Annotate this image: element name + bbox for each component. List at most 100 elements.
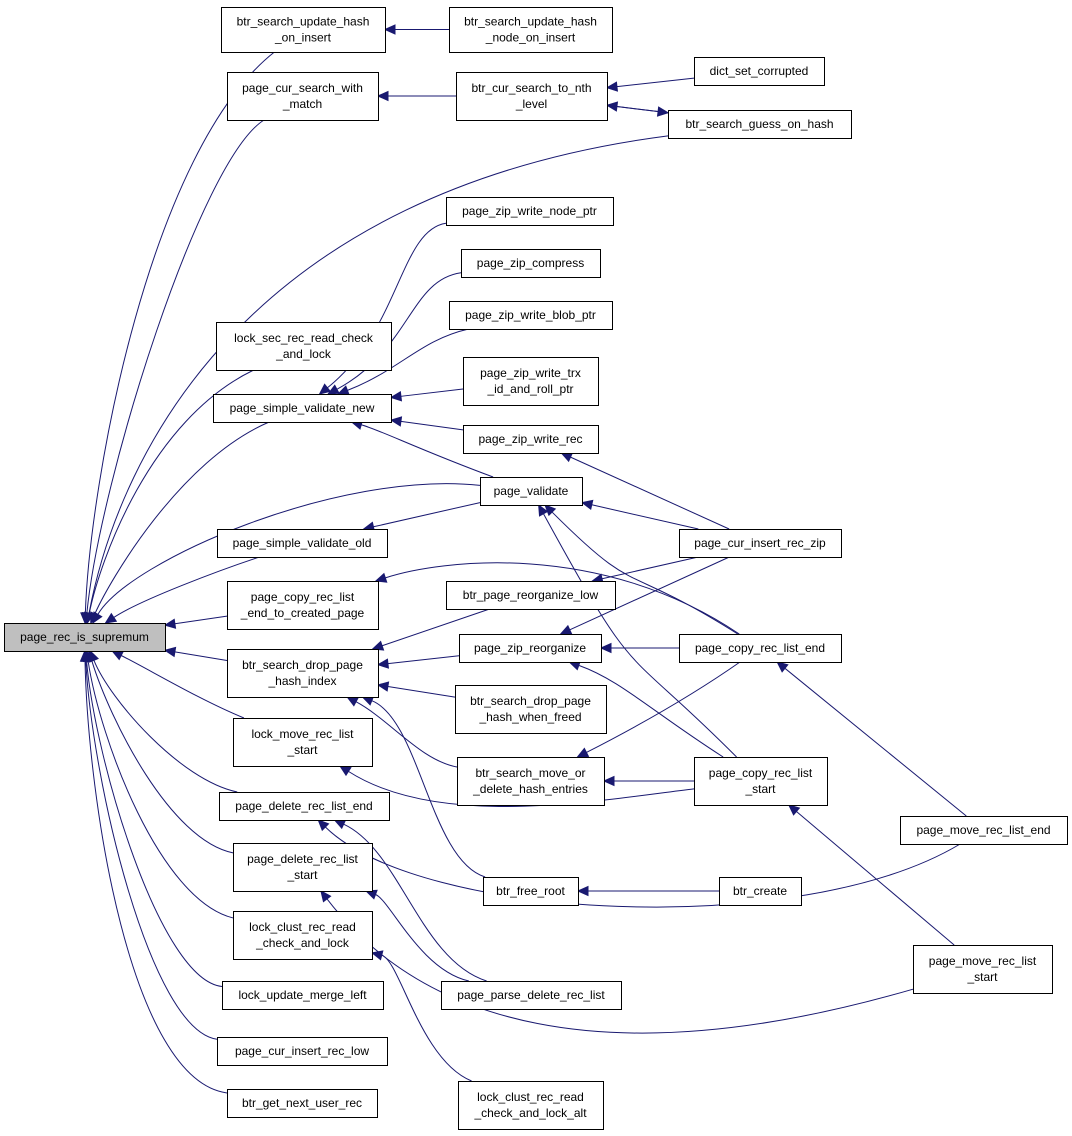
- arrowhead-icon: [338, 765, 352, 777]
- call-edge-pmrle-to-pdrle: [317, 819, 961, 908]
- node-lmrls[interactable]: lock_move_rec_list_start: [233, 718, 373, 767]
- edge-line: [86, 660, 223, 988]
- node-box: [458, 1081, 604, 1130]
- node-pzr[interactable]: page_zip_reorganize: [459, 634, 602, 663]
- call-edge-bcstn-to-bsgoh: [606, 104, 670, 117]
- node-label: page_zip_reorganize: [474, 641, 586, 655]
- node-pv[interactable]: page_validate: [480, 477, 583, 506]
- node-pdrle[interactable]: page_delete_rec_list_end: [219, 792, 390, 821]
- call-edge-pcirz-to-pzr: [559, 556, 730, 635]
- node-box: [694, 757, 828, 806]
- node-bsgoh[interactable]: btr_search_guess_on_hash: [668, 110, 852, 139]
- edge-line: [543, 513, 737, 758]
- node-pzwnp[interactable]: page_zip_write_node_ptr: [446, 197, 614, 226]
- edge-line: [586, 661, 741, 753]
- edge-line: [371, 700, 486, 878]
- node-pzwt[interactable]: page_zip_write_trx_id_and_roll_ptr: [463, 357, 599, 406]
- node-label: btr_page_reorganize_low: [463, 588, 599, 602]
- node-label: _delete_hash_entries: [472, 782, 588, 796]
- node-box: [217, 529, 388, 558]
- node-root[interactable]: page_rec_is_supremum: [4, 623, 166, 652]
- edge-line: [174, 615, 228, 625]
- node-bsdphf[interactable]: btr_search_drop_page_hash_when_freed: [455, 685, 607, 734]
- node-bcstn[interactable]: btr_cur_search_to_nth_level: [456, 72, 608, 121]
- arrowhead-icon: [602, 775, 615, 787]
- arrowhead-icon: [317, 819, 330, 832]
- node-label: page_copy_rec_list: [251, 590, 355, 604]
- node-box: [216, 322, 392, 371]
- node-lsrrc[interactable]: lock_sec_rec_read_check_and_lock: [216, 322, 392, 371]
- node-pcrle[interactable]: page_copy_rec_list_end: [679, 634, 842, 663]
- arrowhead-icon: [576, 885, 589, 897]
- node-pzc[interactable]: page_zip_compress: [461, 249, 601, 278]
- node-bsdph[interactable]: btr_search_drop_page_hash_index: [227, 649, 379, 698]
- arrowhead-icon: [389, 416, 403, 427]
- node-pzwr[interactable]: page_zip_write_rec: [463, 425, 599, 454]
- node-pzwbp[interactable]: page_zip_write_blob_ptr: [449, 301, 613, 330]
- edge-line: [385, 562, 740, 635]
- node-pcrls[interactable]: page_copy_rec_list_start: [694, 757, 828, 806]
- node-box: [483, 877, 579, 906]
- node-bfr[interactable]: btr_free_root: [483, 877, 579, 906]
- node-psvn[interactable]: page_simple_validate_new: [213, 394, 392, 423]
- arrowhead-icon: [599, 642, 612, 654]
- node-label: btr_cur_search_to_nth: [471, 81, 591, 95]
- node-pcswm[interactable]: page_cur_search_with_match: [227, 72, 379, 121]
- node-lcrrca[interactable]: lock_clust_rec_read_check_and_lock_alt: [458, 1081, 604, 1130]
- arrowhead-icon: [580, 499, 594, 511]
- arrowhead-icon: [79, 649, 91, 662]
- call-edge-pdrle-to-root: [89, 649, 238, 793]
- arrowhead-icon: [333, 819, 347, 830]
- node-bc[interactable]: btr_create: [719, 877, 802, 906]
- node-pcrlecp[interactable]: page_copy_rec_list_end_to_created_page: [227, 581, 379, 630]
- node-label: btr_get_next_user_rec: [242, 1096, 362, 1110]
- node-bsuh[interactable]: btr_search_update_hash_on_insert: [221, 7, 386, 53]
- call-edge-lcrrca-to-lcrrc: [370, 950, 472, 1082]
- node-bgnur[interactable]: btr_get_next_user_rec: [227, 1089, 378, 1118]
- edge-line: [606, 104, 659, 113]
- edge-line: [361, 424, 494, 478]
- node-label: page_rec_is_supremum: [20, 630, 149, 644]
- node-label: _hash_index: [267, 674, 336, 688]
- edge-line: [381, 608, 490, 647]
- node-box: [480, 477, 583, 506]
- node-dsc[interactable]: dict_set_corrupted: [694, 57, 825, 86]
- arrowhead-icon: [163, 618, 177, 629]
- edge-line: [387, 685, 456, 698]
- node-lcrrc[interactable]: lock_clust_rec_read_check_and_lock: [233, 911, 373, 960]
- call-edge-ppdrl-to-pdrls: [364, 889, 469, 982]
- call-edge-bprl-to-bsdph: [371, 608, 490, 651]
- call-edge-bc-to-bfr: [576, 885, 720, 897]
- node-ppdrl[interactable]: page_parse_delete_rec_list: [441, 981, 622, 1010]
- node-label: page_copy_rec_list: [709, 766, 813, 780]
- node-box: [679, 634, 842, 663]
- arrowhead-icon: [104, 612, 118, 624]
- edge-line: [400, 388, 464, 397]
- node-label: page_simple_validate_new: [230, 401, 375, 415]
- arrowhead-icon: [371, 640, 385, 651]
- call-edge-bsdphf-to-bsdph: [376, 681, 456, 698]
- node-psvo[interactable]: page_simple_validate_old: [217, 529, 388, 558]
- node-bsuhn[interactable]: btr_search_update_hash_node_on_insert: [449, 7, 613, 53]
- node-box: [219, 792, 390, 821]
- arrowhead-icon: [559, 624, 573, 635]
- node-box: [457, 757, 605, 806]
- node-box: [463, 425, 599, 454]
- node-box: [213, 394, 392, 423]
- node-label: _match: [282, 97, 322, 111]
- arrowhead-icon: [320, 890, 332, 903]
- node-pmrle[interactable]: page_move_rec_list_end: [900, 816, 1068, 845]
- node-pmrls[interactable]: page_move_rec_list_start: [913, 945, 1053, 994]
- node-bsmod[interactable]: btr_search_move_or_delete_hash_entries: [457, 757, 605, 806]
- edge-line: [387, 655, 460, 665]
- node-pdrls[interactable]: page_delete_rec_list_start: [233, 843, 373, 892]
- node-label: lock_update_merge_left: [238, 988, 367, 1002]
- edge-line: [591, 504, 699, 530]
- node-label: page_parse_delete_rec_list: [457, 988, 605, 1002]
- node-lumr[interactable]: lock_update_merge_left: [222, 981, 384, 1010]
- node-pcirl[interactable]: page_cur_insert_rec_low: [217, 1037, 388, 1066]
- node-label: page_zip_compress: [477, 256, 584, 270]
- node-pcirz[interactable]: page_cur_insert_rec_zip: [679, 529, 842, 558]
- node-bprl[interactable]: btr_page_reorganize_low: [446, 581, 616, 610]
- node-label: _start: [286, 868, 318, 882]
